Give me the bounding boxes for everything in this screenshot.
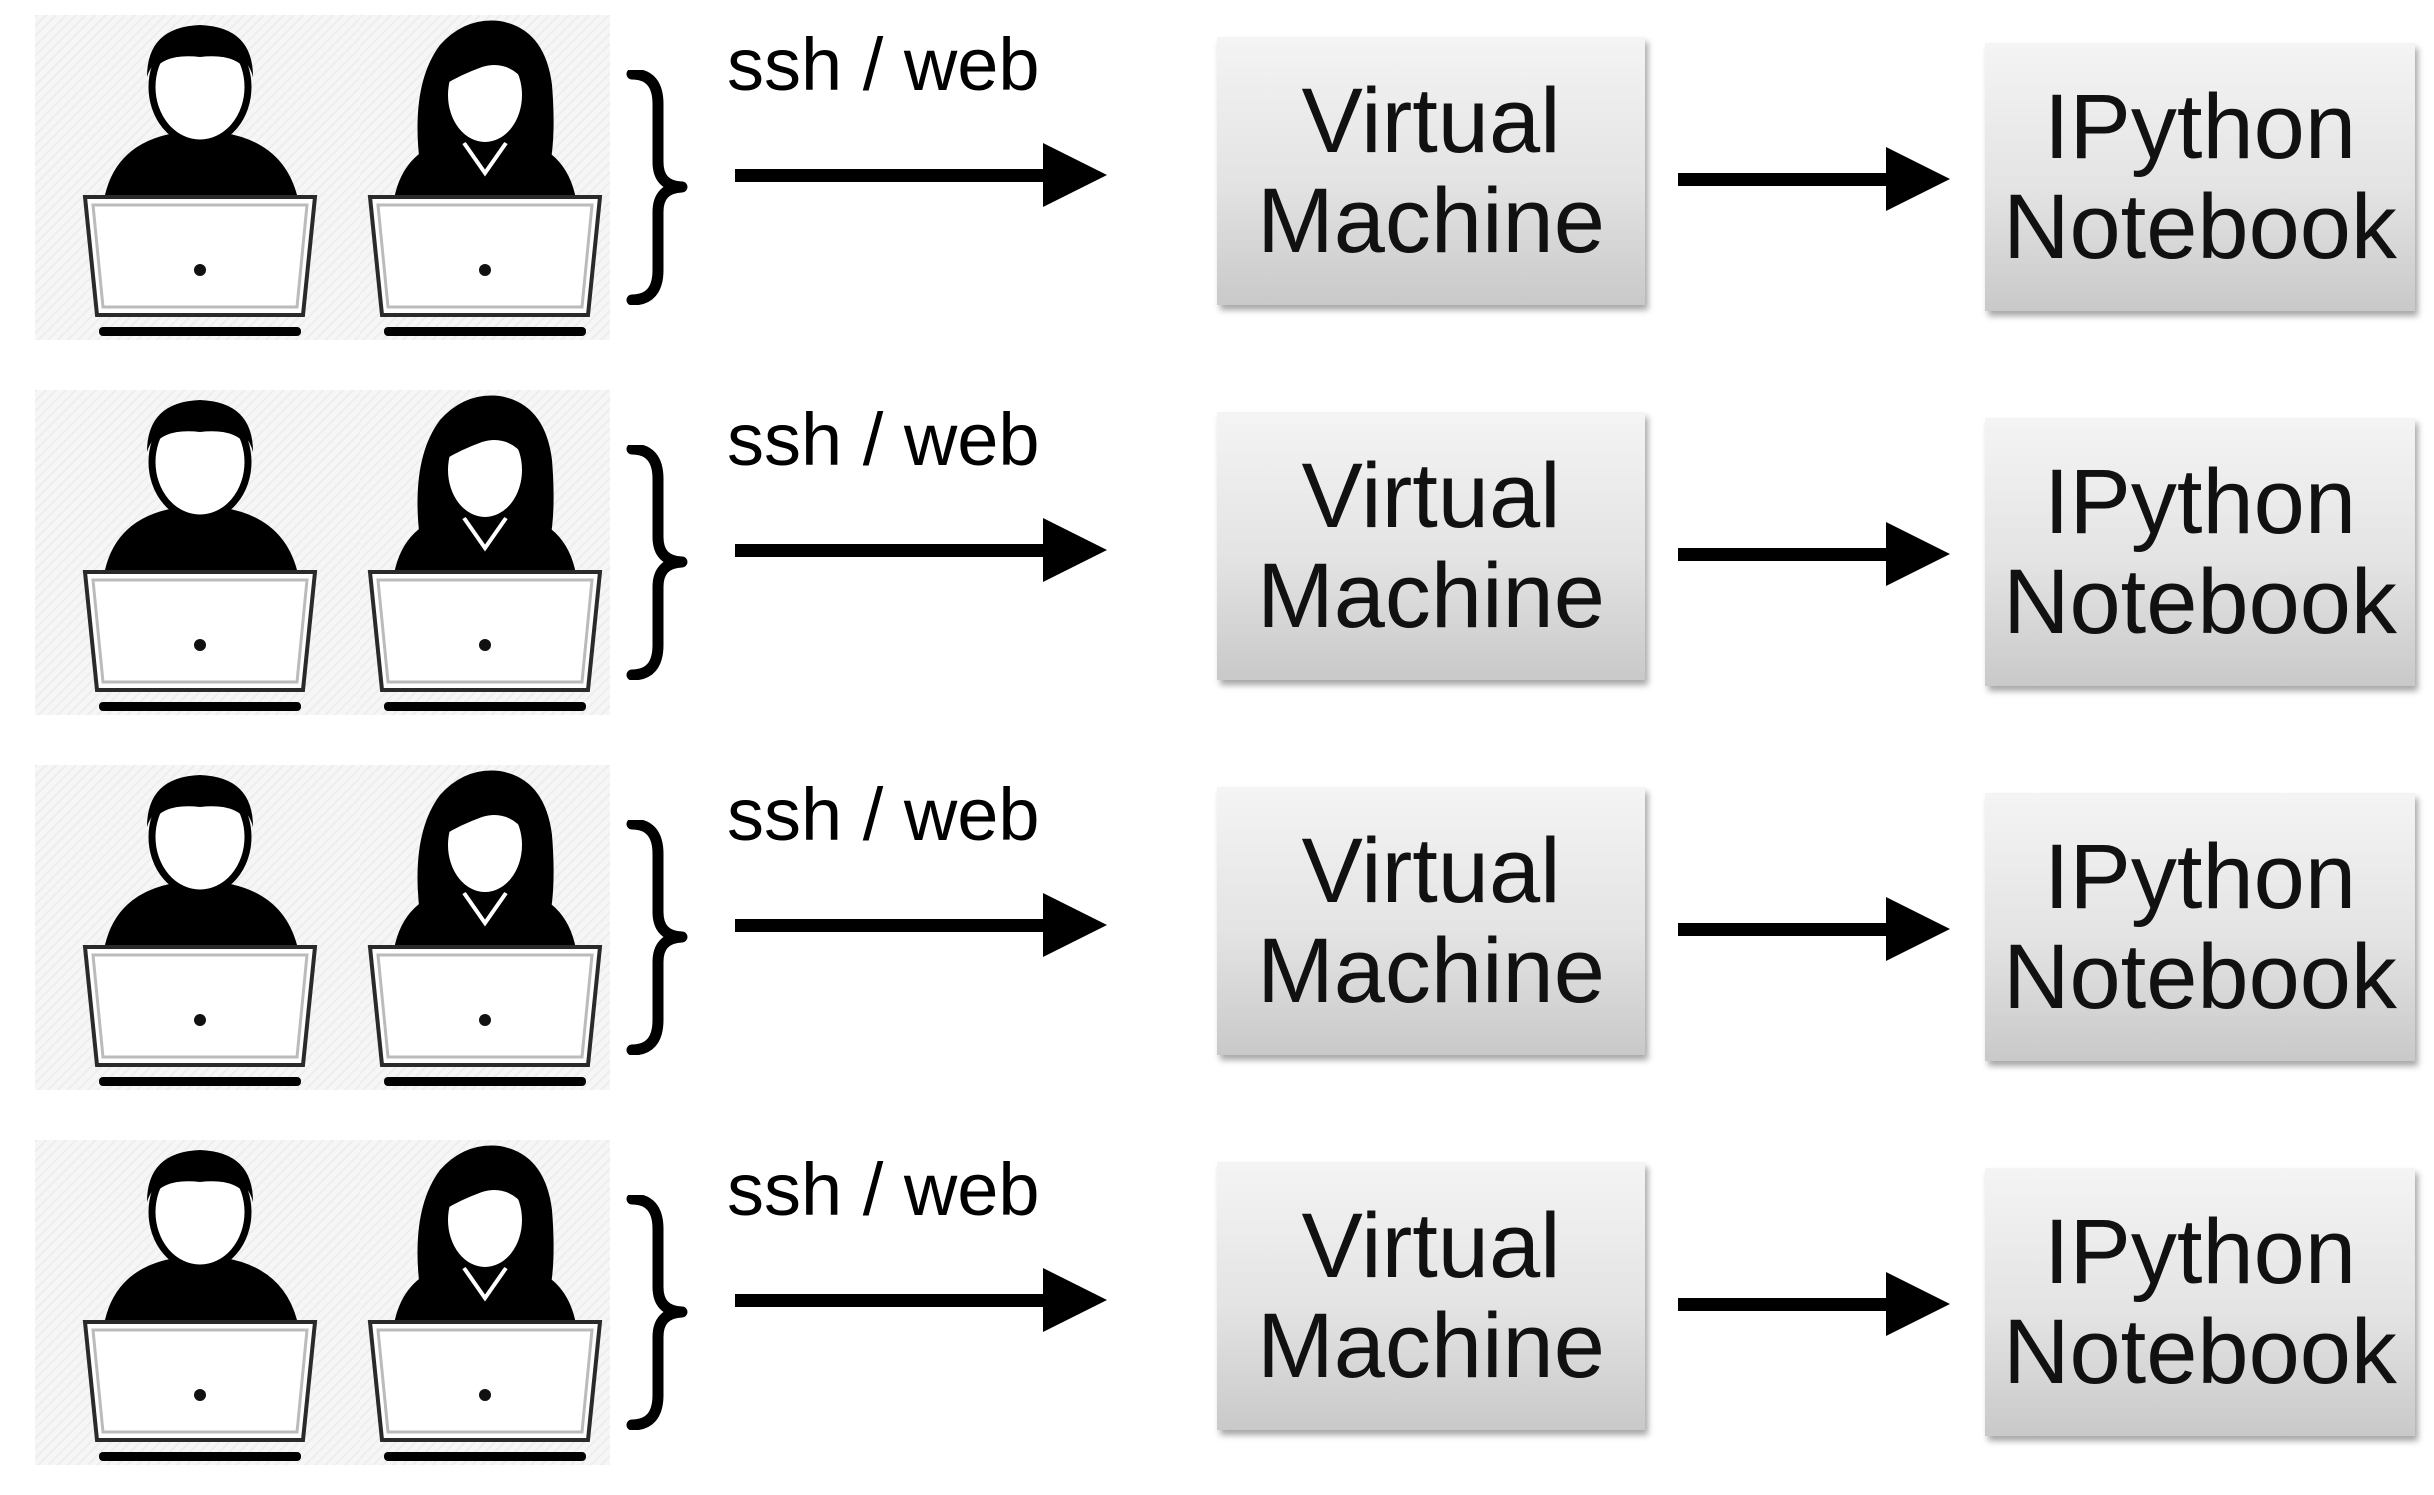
- virtual-machine-box: Virtual Machine: [1217, 37, 1645, 305]
- arrow-right-icon: [735, 140, 1107, 215]
- vm-label-line2: Machine: [1257, 170, 1605, 272]
- diagram-row: ssh / web Virtual Machine IPython Notebo…: [0, 385, 2434, 745]
- male-user-laptop-icon: [35, 390, 365, 715]
- vm-label-line2: Machine: [1257, 920, 1605, 1022]
- diagram-row: ssh / web Virtual Machine IPython Notebo…: [0, 760, 2434, 1120]
- female-user-laptop-icon: [360, 1140, 610, 1465]
- vm-label-line1: Virtual: [1301, 1195, 1561, 1297]
- vm-label-line1: Virtual: [1301, 70, 1561, 172]
- arrow-right-icon: [1678, 144, 1950, 219]
- vm-label-line2: Machine: [1257, 545, 1605, 647]
- male-user-laptop-icon: [35, 1140, 365, 1465]
- connection-label: ssh / web: [727, 1148, 1040, 1231]
- arrow-right-icon: [735, 1265, 1107, 1340]
- ipython-notebook-box: IPython Notebook: [1985, 43, 2415, 311]
- arrow-right-icon: [735, 890, 1107, 965]
- diagram-row: ssh / web Virtual Machine IPython Notebo…: [0, 10, 2434, 370]
- virtual-machine-box: Virtual Machine: [1217, 787, 1645, 1055]
- virtual-machine-box: Virtual Machine: [1217, 1162, 1645, 1430]
- connection-label: ssh / web: [727, 773, 1040, 856]
- virtual-machine-box: Virtual Machine: [1217, 412, 1645, 680]
- connection-label: ssh / web: [727, 23, 1040, 106]
- notebook-label-line2: Notebook: [2003, 926, 2397, 1028]
- curly-brace-icon: [620, 443, 690, 685]
- vm-label-line1: Virtual: [1301, 820, 1561, 922]
- arrow-right-icon: [1678, 894, 1950, 969]
- male-user-laptop-icon: [35, 765, 365, 1090]
- curly-brace-icon: [620, 818, 690, 1060]
- female-user-laptop-icon: [360, 390, 610, 715]
- arrow-right-icon: [1678, 1269, 1950, 1344]
- notebook-label-line2: Notebook: [2003, 1301, 2397, 1403]
- female-user-laptop-icon: [360, 765, 610, 1090]
- notebook-label-line2: Notebook: [2003, 176, 2397, 278]
- ipython-notebook-box: IPython Notebook: [1985, 418, 2415, 686]
- notebook-label-line2: Notebook: [2003, 551, 2397, 653]
- ipython-notebook-box: IPython Notebook: [1985, 793, 2415, 1061]
- notebook-label-line1: IPython: [2044, 1201, 2356, 1303]
- connection-label: ssh / web: [727, 398, 1040, 481]
- curly-brace-icon: [620, 1193, 690, 1435]
- vm-label-line2: Machine: [1257, 1295, 1605, 1397]
- notebook-label-line1: IPython: [2044, 76, 2356, 178]
- ipython-notebook-box: IPython Notebook: [1985, 1168, 2415, 1436]
- curly-brace-icon: [620, 68, 690, 310]
- vm-label-line1: Virtual: [1301, 445, 1561, 547]
- notebook-label-line1: IPython: [2044, 826, 2356, 928]
- arrow-right-icon: [735, 515, 1107, 590]
- notebook-label-line1: IPython: [2044, 451, 2356, 553]
- arrow-right-icon: [1678, 519, 1950, 594]
- female-user-laptop-icon: [360, 15, 610, 340]
- male-user-laptop-icon: [35, 15, 365, 340]
- diagram-row: ssh / web Virtual Machine IPython Notebo…: [0, 1135, 2434, 1495]
